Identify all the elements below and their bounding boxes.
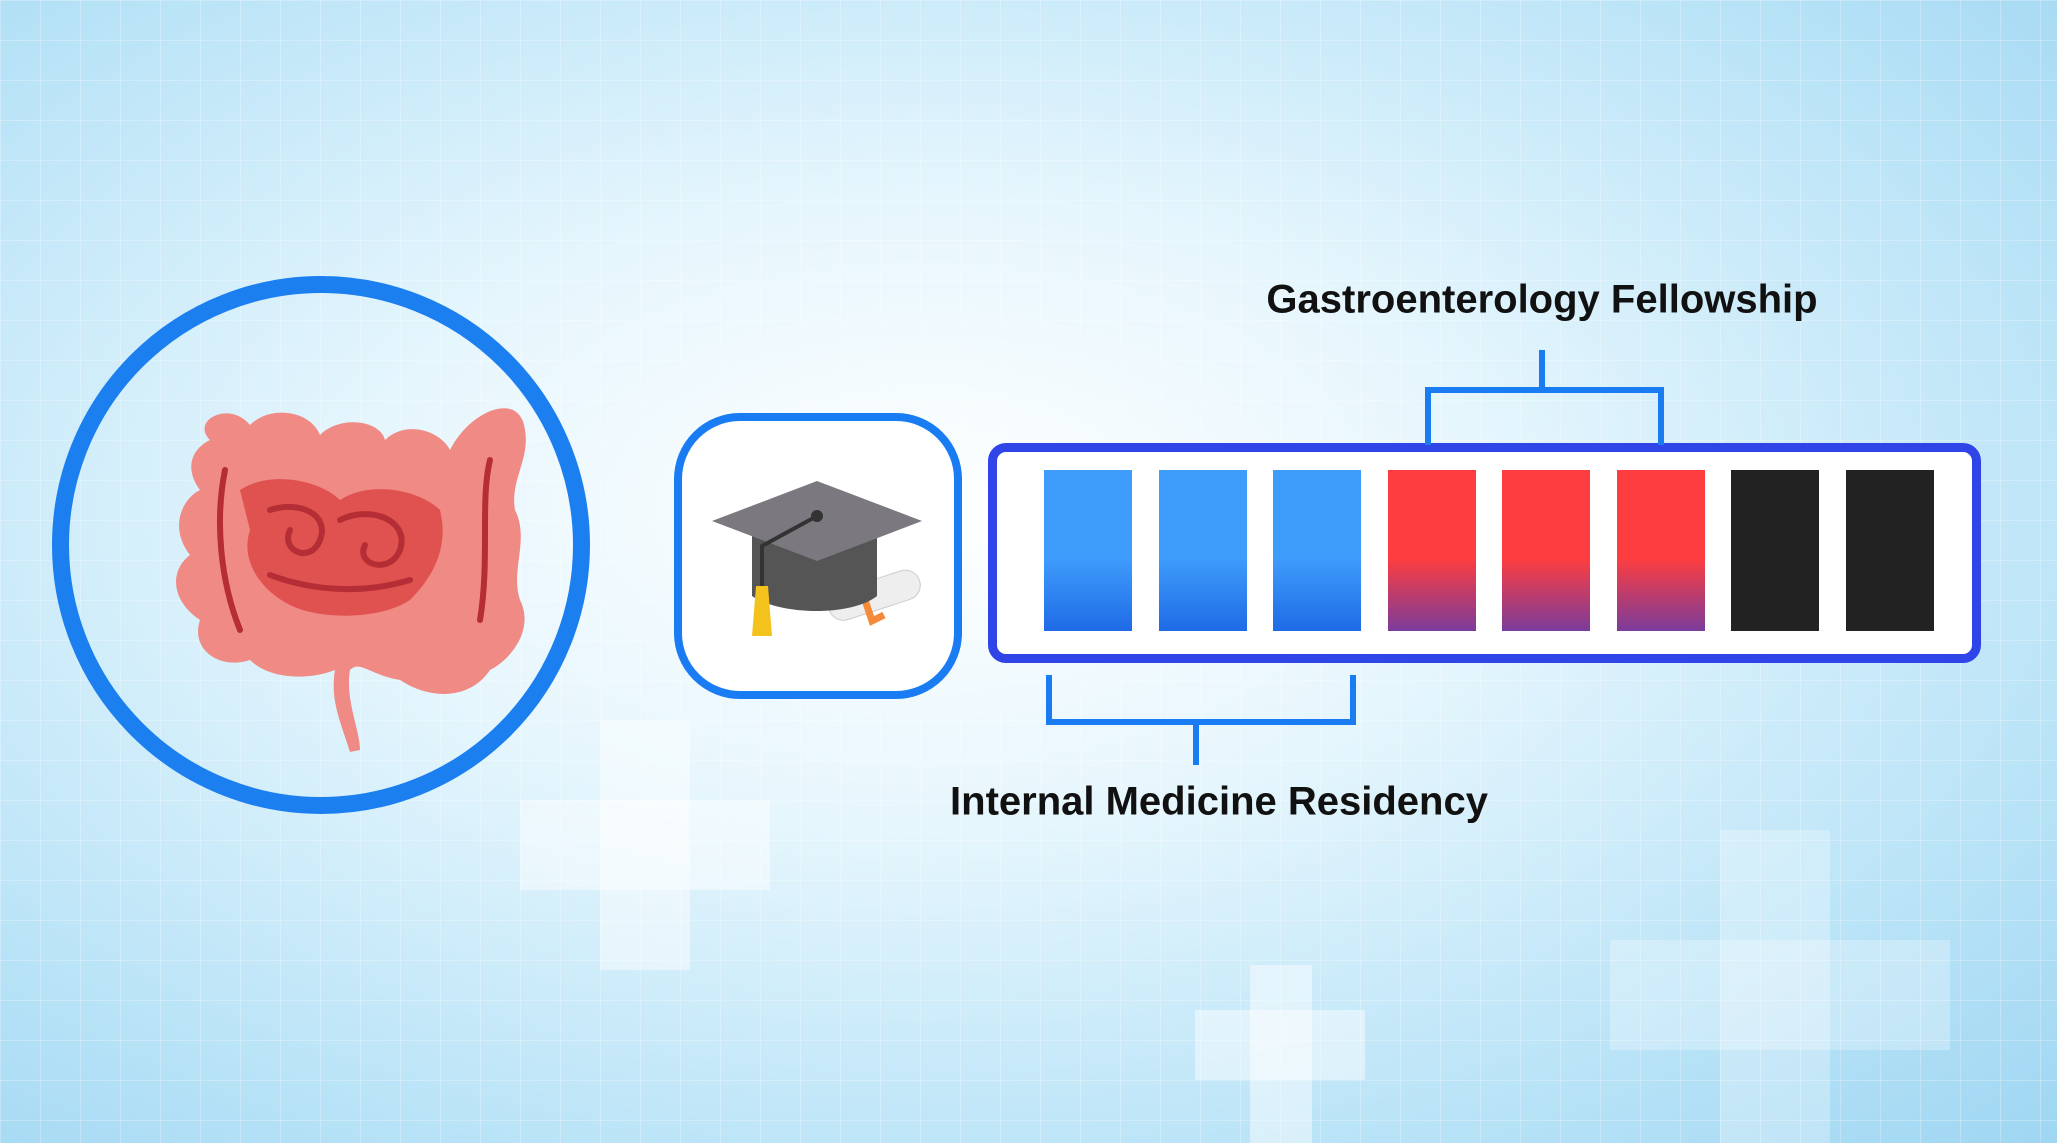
fellowship-segment bbox=[1388, 470, 1476, 631]
plus-decor bbox=[1610, 940, 1950, 1050]
remaining-segment bbox=[1731, 470, 1819, 631]
education-icon-box bbox=[674, 413, 962, 699]
intestine-icon bbox=[176, 408, 526, 752]
fellowship-label: Gastroenterology Fellowship bbox=[1266, 277, 1818, 322]
residency-label: Internal Medicine Residency bbox=[950, 779, 1488, 824]
residency-segment bbox=[1273, 470, 1361, 631]
plus-decor bbox=[1250, 965, 1312, 1143]
plus-decor bbox=[520, 800, 770, 890]
fellowship-segment bbox=[1502, 470, 1590, 631]
training-timeline-bar bbox=[988, 443, 1981, 663]
plus-decor bbox=[600, 720, 690, 970]
plus-decor bbox=[1195, 1010, 1365, 1080]
graduation-cap-icon bbox=[712, 481, 922, 636]
residency-segment bbox=[1159, 470, 1247, 631]
plus-decor bbox=[1720, 830, 1830, 1143]
residency-segment bbox=[1044, 470, 1132, 631]
remaining-segment bbox=[1846, 470, 1934, 631]
fellowship-segment bbox=[1617, 470, 1705, 631]
